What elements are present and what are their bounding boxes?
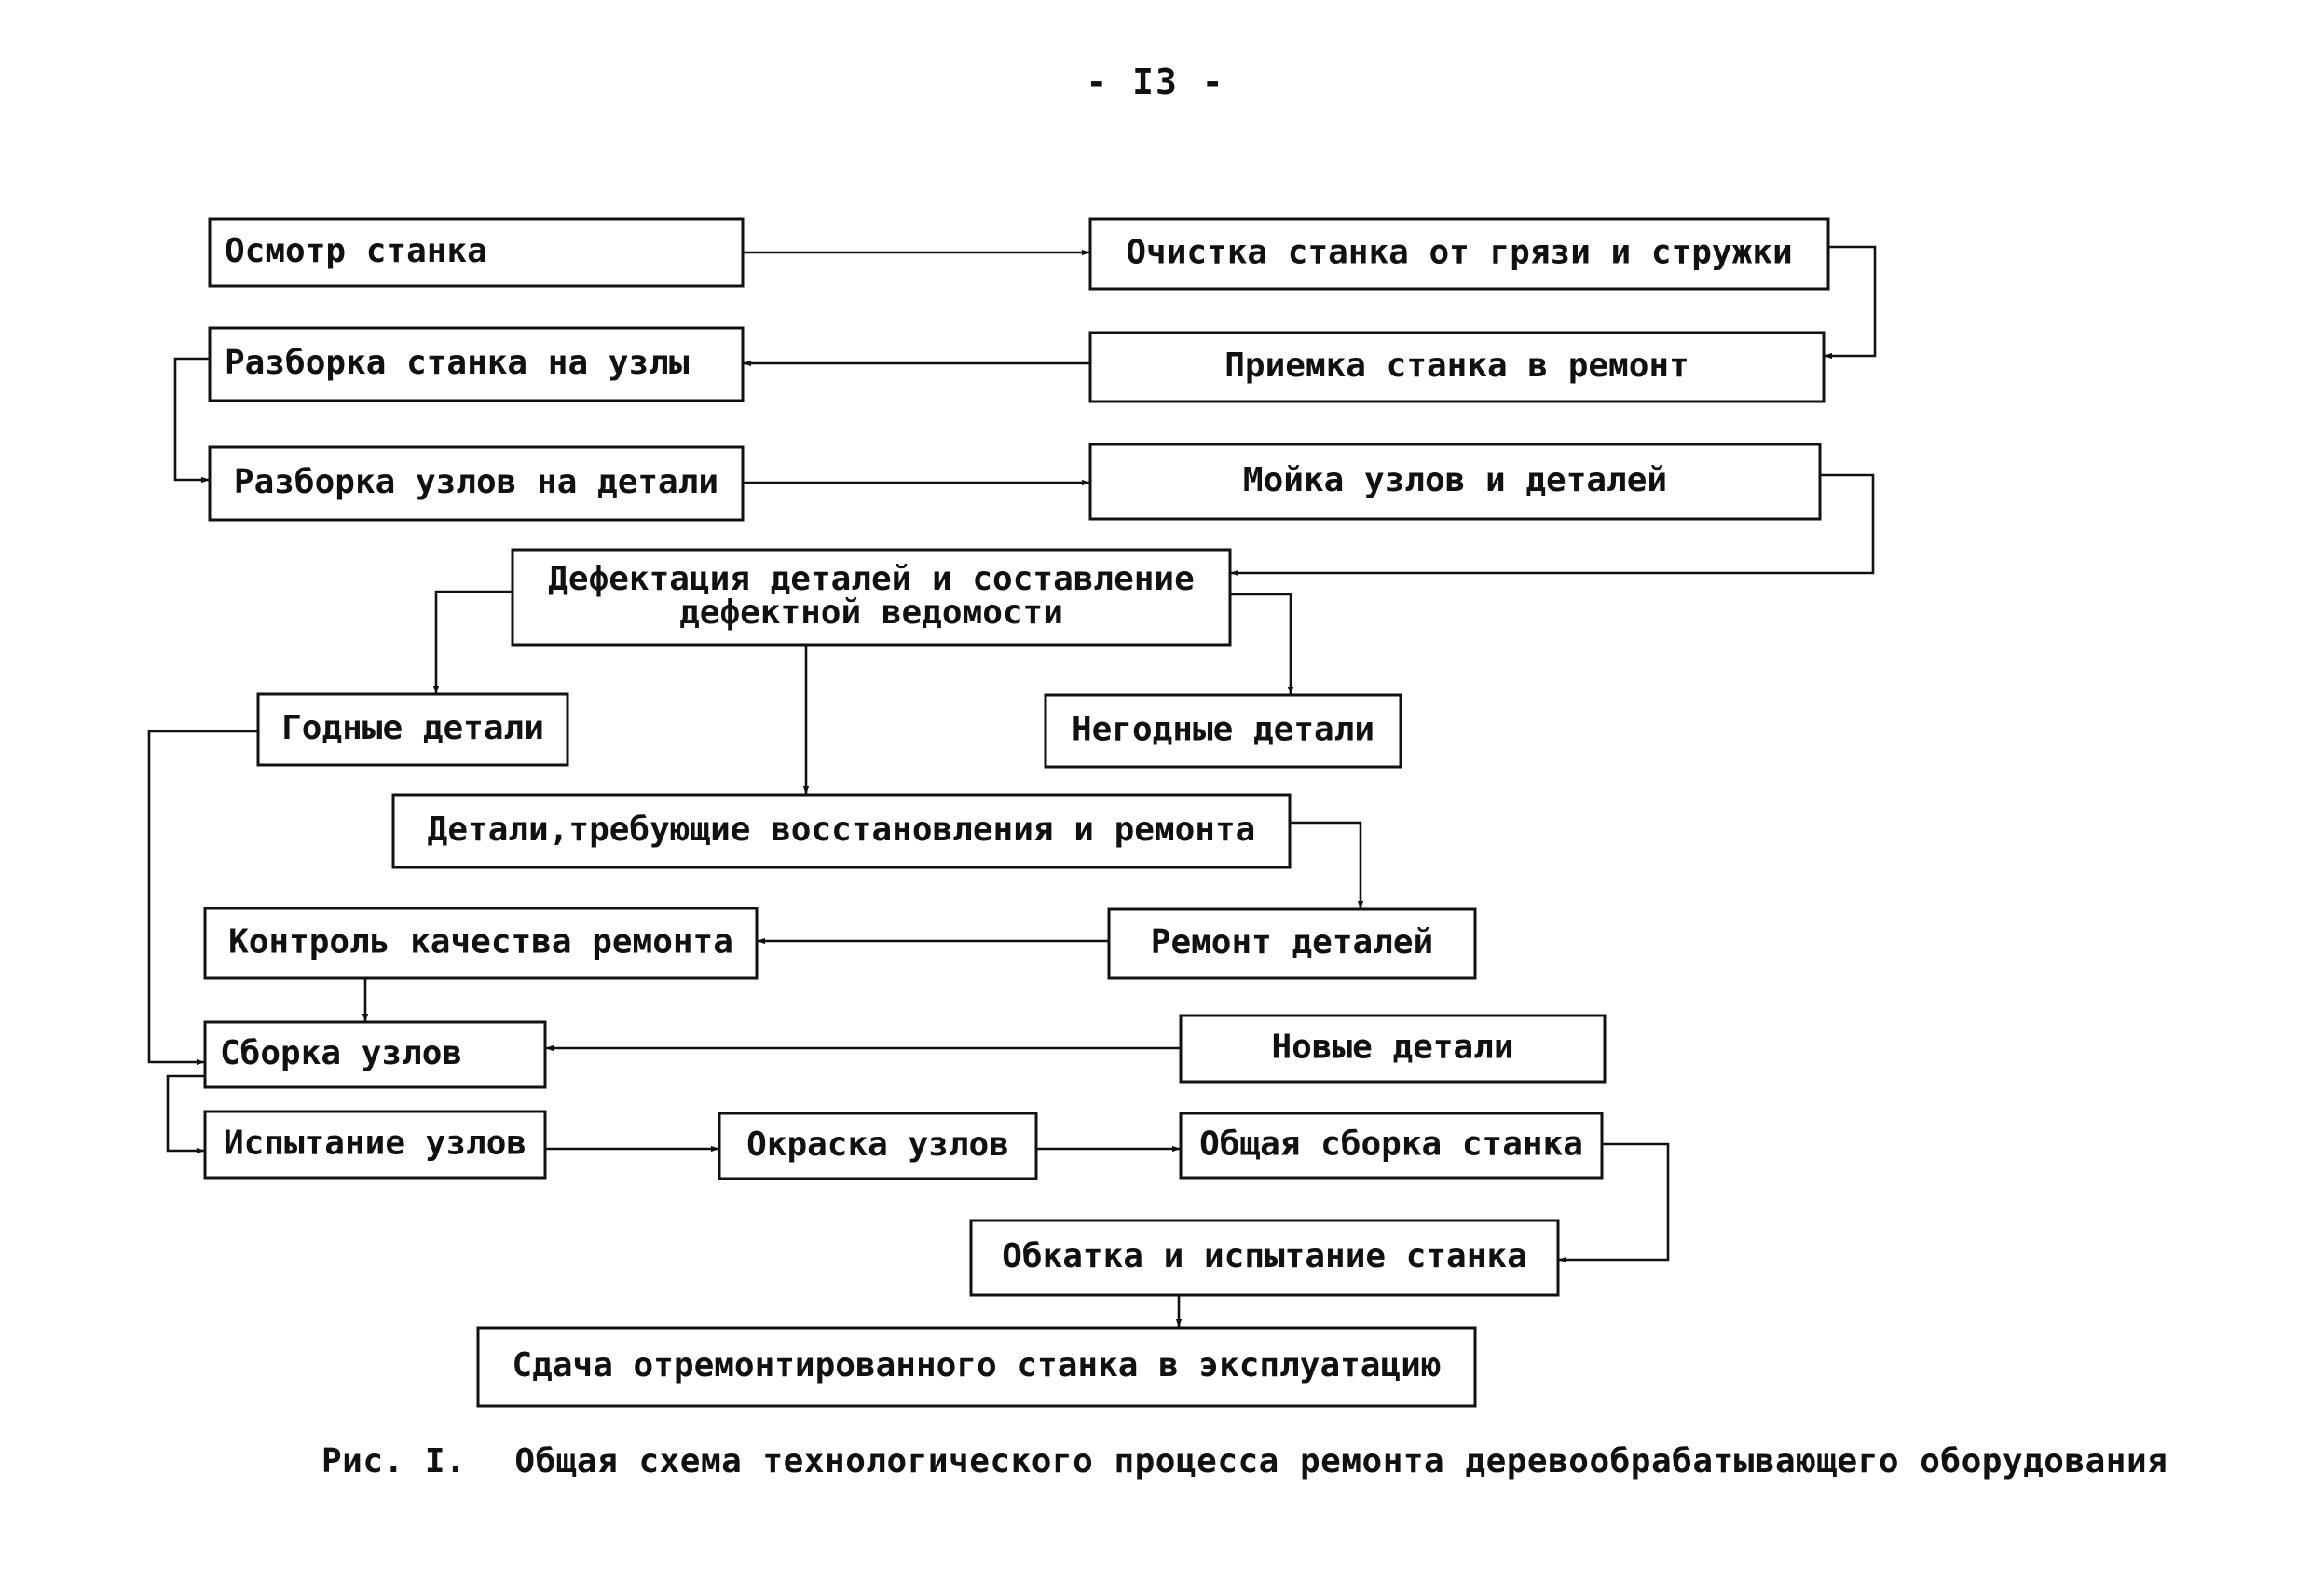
step-label: Негодные детали (1072, 711, 1374, 749)
step-razborka-detali: Разборка узлов на детали (208, 445, 745, 522)
step-label: Приемка станка в ремонт (1224, 347, 1689, 385)
figure-caption: Рис. I. Общая схема технологического про… (321, 1442, 2185, 1480)
step-label: Окраска узлов (746, 1125, 1009, 1164)
flowchart-connectors (147, 245, 1877, 1328)
arrow-sborka-uzlov-to-ispytanie-uzlov (166, 1074, 205, 1154)
step-label: Очистка станка от грязи и стружки (1126, 234, 1792, 272)
figure-number: Рис. I. (321, 1442, 467, 1480)
step-label: Обкатка и испытание станка (1002, 1237, 1527, 1275)
step-godnye: Годные детали (256, 692, 569, 767)
step-label: Сборка узлов (220, 1034, 462, 1072)
step-kontrol: Контроль качества ремонта (203, 907, 759, 980)
step-label: Детали,требующие восстановления и ремонт… (428, 811, 1256, 849)
step-label: Разборка узлов на детали (234, 463, 718, 501)
step-label: Дефектация деталей и составление (548, 560, 1195, 598)
step-label: Испытание узлов (224, 1125, 526, 1163)
page-number: - I3 - (1086, 61, 1225, 102)
arrow-godnye-to-sborka-uzlov (147, 730, 258, 1066)
step-label: Контроль качества ремонта (228, 923, 733, 962)
step-label: Мойка узлов и деталей (1243, 461, 1667, 499)
step-razborka-uzly: Разборка станка на узлы (208, 326, 745, 402)
arrow-vosstanovlenie-to-remont-detaley (1290, 821, 1364, 909)
step-okraska: Окраска узлов (718, 1112, 1038, 1180)
step-label: Сдача отремонтированного станка в эксплу… (513, 1346, 1442, 1385)
step-sborka-uzlov: Сборка узлов (203, 1020, 547, 1089)
arrow-moyka-to-defektaciya (1230, 473, 1875, 577)
step-label: Разборка станка на узлы (225, 344, 690, 382)
step-obkatka: Обкатка и испытание станка (969, 1219, 1560, 1297)
arrow-razborka-uzly-to-razborka-detali (173, 357, 210, 484)
step-label: Ремонт деталей (1151, 923, 1433, 962)
step-label: Осмотр станка (225, 232, 487, 270)
step-priemka: Приемка станка в ремонт (1088, 331, 1826, 403)
step-obshaya-sborka: Общая сборка станка (1179, 1112, 1604, 1180)
arrow-obshaya-sborka-to-obkatka (1558, 1142, 1670, 1263)
step-novye: Новые детали (1179, 1014, 1607, 1084)
step-osmotr: Осмотр станка (208, 217, 745, 288)
step-sdacha: Сдача отремонтированного станка в эксплу… (476, 1326, 1477, 1408)
step-vosstanovlenie: Детали,требующие восстановления и ремонт… (391, 793, 1292, 869)
arrow-defektaciya-to-godnye (432, 590, 513, 694)
step-label: Новые детали (1271, 1029, 1513, 1067)
step-negodnye: Негодные детали (1044, 693, 1402, 769)
step-ispytanie-uzlov: Испытание узлов (203, 1110, 547, 1180)
arrow-defektaciya-to-negodnye (1230, 593, 1294, 695)
arrow-ochistka-to-priemka (1824, 245, 1877, 360)
step-defektaciya: Дефектация деталей и составлениедефектно… (511, 548, 1232, 647)
step-ochistka: Очистка станка от грязи и стружки (1088, 217, 1830, 291)
step-label: Годные детали (281, 709, 544, 747)
flowchart-steps: Осмотр станка Очистка станка от грязи и с… (203, 217, 1830, 1408)
figure-caption-text: Общая схема технологического процесса ре… (514, 1442, 2168, 1480)
step-remont-detaley: Ремонт деталей (1107, 907, 1477, 980)
step-moyka: Мойка узлов и деталей (1088, 443, 1822, 521)
step-label: Общая сборка станка (1199, 1125, 1583, 1164)
step-label: дефектной ведомости (679, 593, 1063, 632)
